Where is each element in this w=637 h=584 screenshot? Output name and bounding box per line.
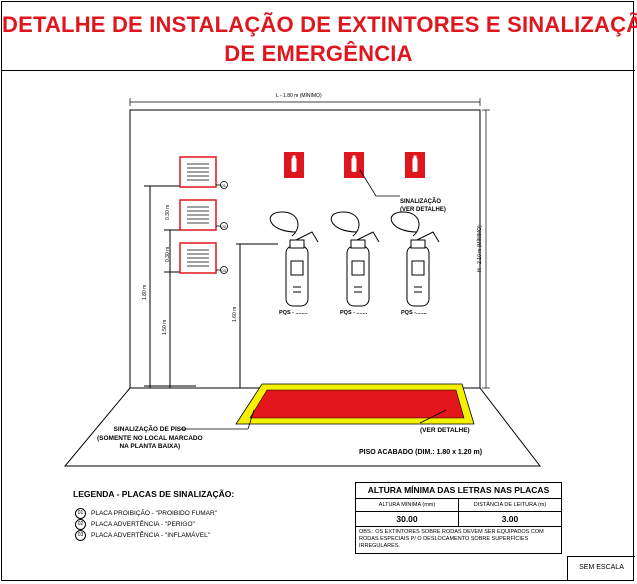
height-dimension xyxy=(482,109,490,389)
sign-height-label: 1.50 m xyxy=(162,319,168,335)
extinguisher-label-1: PQS - ........ xyxy=(279,310,308,316)
extinguisher-label-2: PQS - ....... xyxy=(340,310,368,316)
height-dimension-label: H - 2.10 m (MÍNIMO) xyxy=(477,225,483,272)
sign-number-03: 03 xyxy=(221,267,226,273)
title-line-1: DETALHE DE INSTALAÇÃO DE EXTINTORES E SI… xyxy=(2,12,637,37)
table-header-min-height: ALTURA MÍNIMA (mm) xyxy=(356,499,459,511)
width-dimension-label: L - 1.80 m (MÍNIMO) xyxy=(276,93,322,99)
legend-number-01: 01 xyxy=(75,508,86,519)
table-header-row: ALTURA MÍNIMA (mm) DISTÂNCIA DE LEITURA … xyxy=(356,499,561,512)
extinguisher-sign-icon-1 xyxy=(284,152,304,178)
sign-number-01: 01 xyxy=(221,182,226,188)
legend-text-01: PLACA PROIBIÇÃO - "PROIBIDO FUMAR" xyxy=(91,510,217,517)
legend-text-02: PLACA ADVERTÊNCIA - "PERIGO" xyxy=(91,521,195,528)
sign-dimension-lines xyxy=(144,185,278,388)
table-value-reading-distance: 3.00 xyxy=(501,514,519,524)
legend-number-02: 02 xyxy=(75,519,86,530)
extinguisher-sign-icon-3 xyxy=(405,152,425,178)
extinguisher-height-label: 1.60 m xyxy=(232,306,238,322)
title-line-2: DE EMERGÊNCIA xyxy=(224,41,413,66)
table-value-min-height: 30.00 xyxy=(356,512,459,526)
title-block: DETALHE DE INSTALAÇÃO DE EXTINTORES E SI… xyxy=(2,2,637,71)
legend-item-03: 03 PLACA ADVERTÊNCIA - "INFLAMÁVEL" xyxy=(75,530,210,541)
sign-board-03 xyxy=(179,242,217,274)
width-dimension xyxy=(129,98,481,106)
total-height-label: 1.80 m xyxy=(142,284,148,300)
legend-number-03: 03 xyxy=(75,530,86,541)
sign-number-02: 02 xyxy=(221,223,226,229)
legend-item-02: 02 PLACA ADVERTÊNCIA - "PERIGO" xyxy=(75,519,195,530)
extinguisher-label-3: PQS -....... xyxy=(401,310,427,316)
floor-detail-callout: (VER DETALHE) xyxy=(420,427,470,434)
spacing-label-1: 0.30 m xyxy=(165,204,171,220)
letter-height-table: ALTURA MÍNIMA DAS LETRAS NAS PLACAS ALTU… xyxy=(355,482,562,554)
legend-title: LEGENDA - PLACAS DE SINALIZAÇÃO: xyxy=(73,489,235,499)
sign-board-02 xyxy=(179,199,217,231)
legend-item-01: 01 PLACA PROIBIÇÃO - "PROIBIDO FUMAR" xyxy=(75,508,217,519)
extinguisher-1 xyxy=(269,211,319,307)
floor-signage-marking xyxy=(235,383,475,425)
scale-note: SEM ESCALA xyxy=(567,556,635,580)
floor-leader-lines xyxy=(181,409,447,430)
finished-floor-label: PISO ACABADO (DIM.: 1.80 x 1.20 m) xyxy=(359,449,483,456)
extinguisher-sign-icon-2 xyxy=(344,152,364,178)
table-value-row: 30.00 3.00 xyxy=(356,512,561,527)
legend-text-03: PLACA ADVERTÊNCIA - "INFLAMÁVEL" xyxy=(91,532,211,539)
extinguisher-2 xyxy=(330,211,380,307)
table-observation: OBS.: OS EXTINTORES SOBRE RODAS DEVEM SE… xyxy=(359,529,544,549)
signage-callout: SINALIZAÇÃO (VER DETALHE) xyxy=(400,199,446,213)
table-title: ALTURA MÍNIMA DAS LETRAS NAS PLACAS xyxy=(356,483,561,499)
sign-number-markers xyxy=(216,181,228,274)
spacing-label-2: 0.30 m xyxy=(165,246,171,262)
signage-leader-line xyxy=(359,169,400,197)
table-header-reading-distance: DISTÂNCIA DE LEITURA (m) xyxy=(473,502,547,508)
sign-board-01 xyxy=(179,156,217,188)
extinguisher-3 xyxy=(390,211,440,307)
floor-signage-callout: SINALIZAÇÃO DE PISO (SOMENTE NO LOCAL MA… xyxy=(97,426,203,450)
